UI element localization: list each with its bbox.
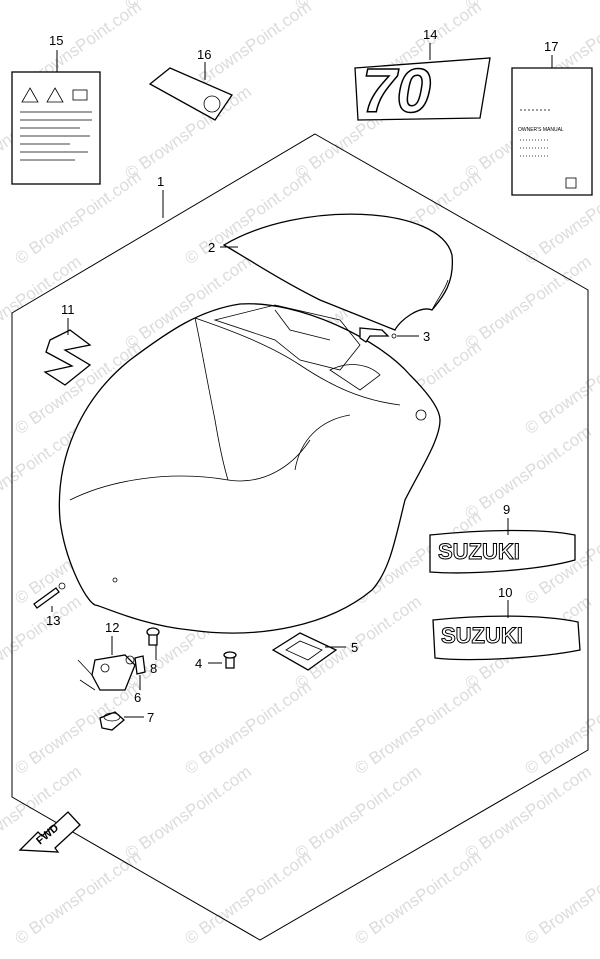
callout-5: 5	[351, 640, 358, 655]
brand-text-10: SUZUKI	[441, 623, 523, 648]
watermark-text: © BrownsPoint.com	[11, 677, 144, 778]
callout-10: 10	[498, 585, 512, 600]
watermark-text: © BrownsPoint.com	[351, 677, 484, 778]
engine-cover-part[interactable]	[58, 303, 441, 634]
callout-6: 6	[134, 690, 141, 705]
callout-11: 11	[61, 302, 75, 317]
fwd-arrow: FWD	[18, 811, 81, 853]
callout-14: 14	[423, 27, 437, 42]
watermark-text: © BrownsPoint.com	[0, 0, 85, 13]
callout-16: 16	[197, 47, 211, 62]
model-number-decal-part[interactable]: 70	[354, 56, 491, 127]
watermark-text: © BrownsPoint.com	[461, 762, 594, 863]
pin-part[interactable]	[134, 655, 146, 675]
callout-17: 17	[544, 39, 558, 54]
model-number-text: 70	[362, 57, 431, 126]
watermark-text: © BrownsPoint.com	[181, 677, 314, 778]
bolt-4-part[interactable]	[223, 651, 237, 669]
bolt-8-part[interactable]	[146, 627, 160, 646]
watermark-text: © BrownsPoint.com	[521, 847, 600, 948]
cotter-pin-part[interactable]	[33, 582, 66, 609]
manual-title-text: OWNER'S MANUAL	[518, 127, 564, 133]
callout-9: 9	[503, 502, 510, 517]
warning-label-part[interactable]	[11, 71, 101, 185]
callout-13: 13	[46, 613, 60, 628]
clip-part[interactable]	[359, 327, 397, 343]
watermark-text: © BrownsPoint.com	[291, 762, 424, 863]
callout-7: 7	[147, 710, 154, 725]
suzuki-emblem-part[interactable]	[43, 329, 92, 386]
callout-12: 12	[105, 620, 119, 635]
grommet-part[interactable]	[271, 632, 338, 671]
brand-text-9: SUZUKI	[438, 539, 520, 564]
leader-lines	[51, 43, 553, 718]
callout-2: 2	[208, 240, 215, 255]
callout-4: 4	[195, 656, 202, 671]
assembly-boundary	[11, 133, 589, 941]
latch-part[interactable]	[77, 654, 136, 691]
top-cover-part[interactable]	[222, 213, 454, 331]
owners-manual-part[interactable]: OWNER'S MANUAL	[511, 67, 593, 196]
watermark-text: © BrownsPoint.com	[461, 252, 594, 353]
bag-part[interactable]	[148, 67, 233, 121]
callout-8: 8	[150, 661, 157, 676]
callout-1: 1	[157, 174, 164, 189]
watermark-text: © BrownsPoint.com	[461, 422, 594, 523]
watermark-text: © BrownsPoint.com	[351, 847, 484, 948]
watermark-text: © BrownsPoint.com	[121, 762, 254, 863]
callout-15: 15	[49, 33, 63, 48]
watermark-text: © BrownsPoint.com	[0, 592, 85, 693]
suzuki-decal-9-part[interactable]: SUZUKI	[429, 529, 576, 574]
callouts: 1 2 3 4 5 6 7 8 9 10 11 12 13 14 15 16 1…	[46, 27, 558, 725]
bushing-part[interactable]	[99, 711, 125, 731]
suzuki-decal-10-part[interactable]: SUZUKI	[432, 615, 581, 661]
callout-3: 3	[423, 329, 430, 344]
